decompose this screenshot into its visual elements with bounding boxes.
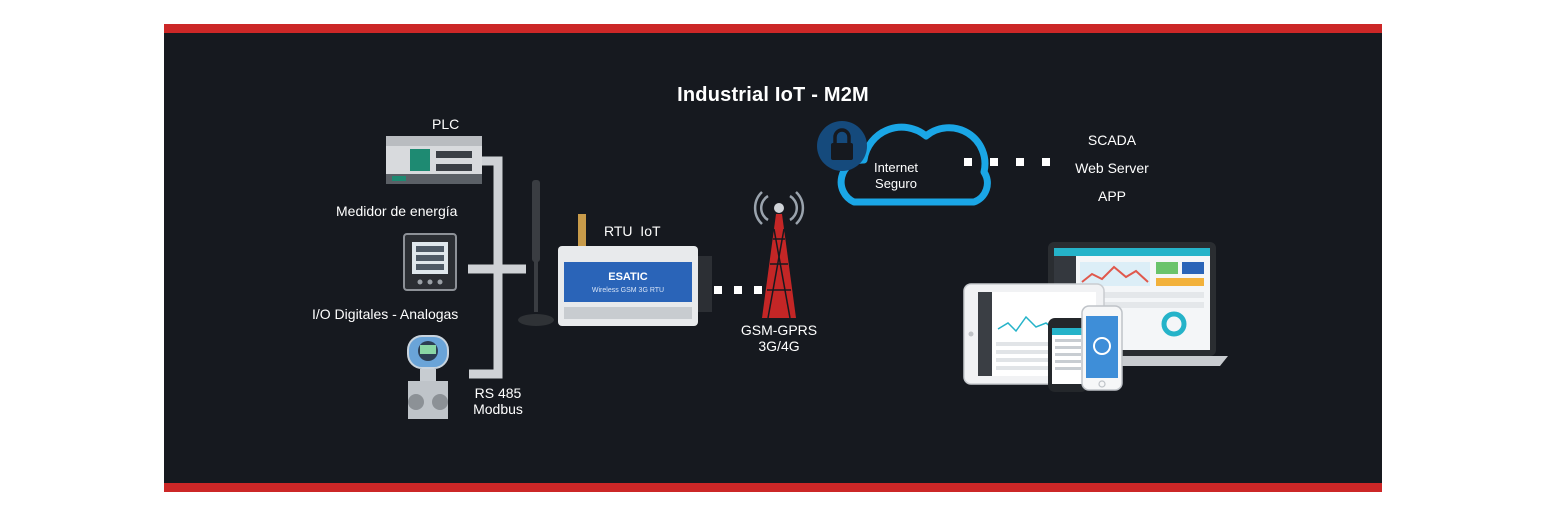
cell-tower-icon	[753, 191, 805, 319]
lock-icon	[817, 121, 867, 171]
link-dots-cloud-services	[964, 158, 1050, 166]
label-cloud-line1: Internet	[873, 160, 919, 175]
link-dots-rtu-tower	[714, 286, 762, 294]
label-network-line1: GSM-GPRS	[740, 322, 818, 338]
diagram-graphics: ESATIC Wireless GSM 3G RTU	[386, 121, 1228, 419]
label-rtu: RTU IoT	[604, 223, 661, 239]
diagram-title: Industrial IoT - M2M	[677, 84, 869, 106]
label-energy-meter: Medidor de energía	[336, 203, 458, 219]
antenna-icon	[518, 180, 554, 326]
label-cloud-line2: Seguro	[875, 176, 917, 191]
label-network-line2: 3G/4G	[758, 338, 800, 354]
android-phone-image	[1048, 318, 1088, 392]
label-network: GSM-GPRS 3G/4G	[724, 322, 834, 354]
label-plc: PLC	[432, 116, 460, 132]
rtu-device-image: ESATIC Wireless GSM 3G RTU	[558, 214, 712, 326]
label-bus-line1: RS 485	[474, 385, 522, 401]
iphone-image	[1081, 305, 1123, 391]
label-scada: SCADA	[1087, 132, 1137, 148]
transmitter-image	[407, 335, 449, 419]
label-cloud: Internet Seguro	[858, 160, 934, 192]
rtu-brand: ESATIC	[608, 271, 648, 283]
rtu-model: Wireless GSM 3G RTU	[592, 287, 664, 294]
label-io: I/O Digitales - Analogas	[312, 306, 459, 322]
bus-bracket	[468, 156, 526, 379]
label-web-server: Web Server	[1075, 160, 1149, 176]
diagram-panel: ESATIC Wireless GSM 3G RTU	[164, 24, 1382, 492]
label-bus: RS 485 Modbus	[466, 385, 530, 417]
label-bus-line2: Modbus	[473, 401, 523, 417]
label-app: APP	[1097, 188, 1126, 204]
top-red-bar	[164, 24, 1382, 33]
energy-meter-image	[403, 233, 457, 291]
plc-image	[386, 136, 482, 184]
bottom-red-bar	[164, 483, 1382, 492]
